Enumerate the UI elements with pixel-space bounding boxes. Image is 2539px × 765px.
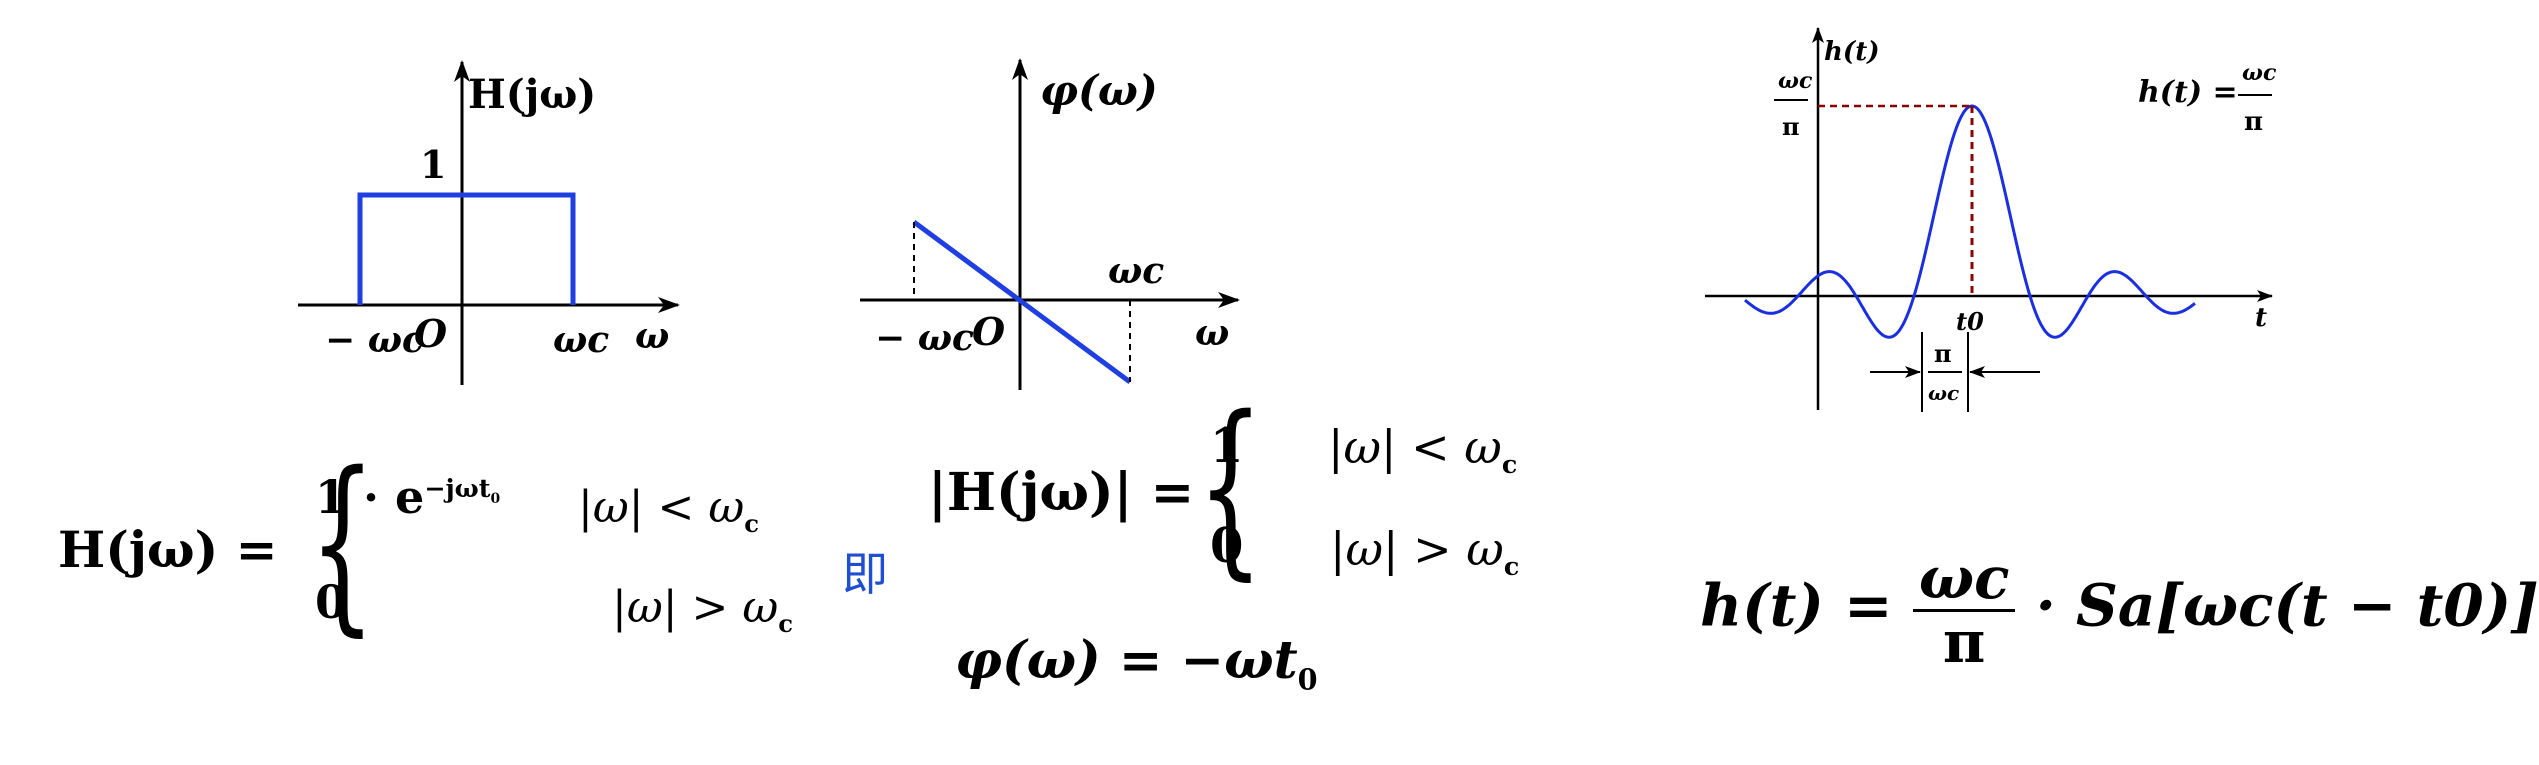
H-brace: { xyxy=(309,432,376,653)
imp-eq-num: ωc xyxy=(2242,60,2277,86)
imp-width-num: π xyxy=(1934,339,1952,368)
imp-eq-den: π xyxy=(2244,107,2263,137)
H-case1-cond: |ω| < ωc xyxy=(578,482,759,538)
h-equation: h(t) = ωc π · Sa[ωc(t − t0)] xyxy=(1700,548,2539,673)
h-eq-fraction: ωc π xyxy=(1912,548,2016,676)
phase-plot: φ(ω) ωc − ωc O ω xyxy=(860,58,1240,390)
mag-y-label: H(jω) xyxy=(468,71,596,118)
mag-case2-value: 0 xyxy=(1210,518,1244,574)
h-eq-num: ωc xyxy=(1912,548,2016,612)
imp-eq-lhs: h(t) = xyxy=(2138,75,2238,110)
phase-line xyxy=(912,219,1132,385)
imp-x-label: t xyxy=(2255,303,2267,333)
H-case1-exp-sub: 0 xyxy=(490,490,501,507)
mag-x-label: ω xyxy=(635,315,669,357)
H-case2-value: 0 xyxy=(315,575,348,629)
mag-rect-curve xyxy=(357,192,576,305)
phase-eq: φ(ω) = −ωt0 xyxy=(955,630,1318,697)
imp-width-den: ωc xyxy=(1928,381,1959,405)
mag-brace: { xyxy=(1197,376,1264,597)
imp-y-label: h(t) xyxy=(1824,37,1880,67)
mag-case1-value: 1 xyxy=(1210,418,1244,474)
phase-neg-cutoff-label: − ωc xyxy=(875,317,974,359)
h-eq-lhs: h(t) = xyxy=(1700,571,1893,640)
imp-peak-num: ωc xyxy=(1778,68,1813,94)
phase-cutoff-label: ωc xyxy=(1108,250,1164,292)
ji-connector: 即 xyxy=(842,547,888,601)
mag-case1-cond: |ω| < ωc xyxy=(1328,420,1518,480)
h-eq-rhs: · Sa[ωc(t − t0)] xyxy=(2035,571,2539,640)
H-case2-cond: |ω| > ωc xyxy=(612,582,793,638)
mag-pos-cutoff-label: ωc xyxy=(553,319,609,361)
mag-case2-cond: |ω| > ωc xyxy=(1330,522,1520,582)
mag-lhs: |H(jω)| = xyxy=(928,462,1195,523)
H-case1-exp: −jωt xyxy=(424,472,491,503)
H-case1: 1 · e−jωt0 xyxy=(315,470,500,524)
sinc-curve xyxy=(1743,104,2196,339)
mag-neg-cutoff-label: − ωc xyxy=(325,319,424,361)
magnitude-plot: H(jω) 1 − ωc O ωc ω xyxy=(298,60,680,385)
mag-origin-label: O xyxy=(414,311,447,356)
mag-level-label: 1 xyxy=(420,142,446,187)
imp-peak-den: π xyxy=(1782,112,1800,141)
H-case1-value: 1 · e xyxy=(315,470,425,524)
H-lhs: H(jω) = xyxy=(58,520,278,579)
phase-x-label: ω xyxy=(1195,312,1229,354)
phase-y-label: φ(ω) xyxy=(1040,66,1158,115)
imp-t0-label: t0 xyxy=(1956,307,1984,336)
h-eq-den: π xyxy=(1942,607,1986,676)
phase-origin-label: O xyxy=(972,309,1005,354)
impulse-plot: h(t) ωc π h(t) = ωc π t0 t π ωc xyxy=(1705,27,2277,412)
figure-canvas: H(jω) 1 − ωc O ωc ω φ(ω) ωc − ωc O ω h(t… xyxy=(298,27,2277,412)
